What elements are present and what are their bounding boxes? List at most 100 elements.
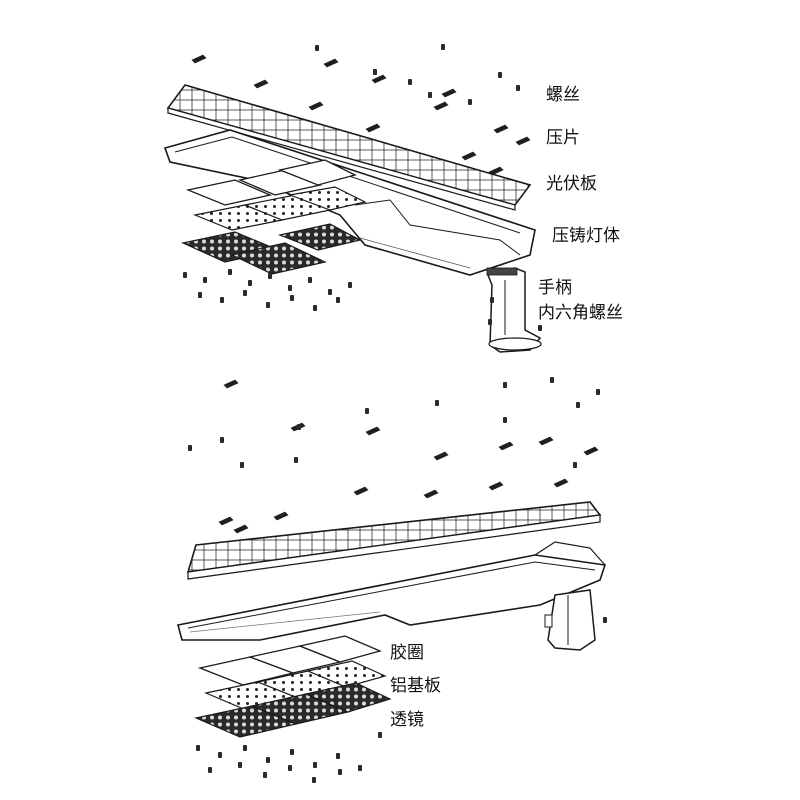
screw-45	[290, 749, 294, 755]
clip-11	[441, 88, 457, 98]
clip-17	[538, 436, 554, 446]
screw-22	[183, 272, 187, 278]
screw-35	[290, 295, 294, 301]
clip-0	[191, 54, 207, 64]
clip-23	[488, 481, 504, 491]
screws-group	[183, 44, 607, 783]
label-hex-screw: 内六角螺丝	[538, 303, 623, 323]
clip-9	[461, 151, 477, 161]
screw-14	[297, 424, 301, 430]
screw-34	[266, 302, 270, 308]
label-handle: 手柄	[538, 278, 572, 298]
screw-31	[198, 292, 202, 298]
screw-27	[288, 285, 292, 291]
clip-15	[433, 451, 449, 461]
screw-43	[243, 745, 247, 751]
clip-16	[498, 441, 514, 451]
top-module-stack	[181, 159, 367, 275]
screw-51	[238, 762, 242, 768]
screw-6	[428, 92, 432, 98]
screw-32	[220, 297, 224, 303]
screw-8	[503, 382, 507, 388]
screw-18	[188, 445, 192, 451]
screw-29	[328, 289, 332, 295]
screw-41	[196, 745, 200, 751]
screw-25	[248, 280, 252, 286]
screw-54	[312, 777, 316, 783]
screw-42	[218, 752, 222, 758]
clip-21	[353, 486, 369, 496]
screw-24	[228, 269, 232, 275]
screw-0	[315, 45, 319, 51]
clip-10	[488, 166, 504, 176]
label-die-cast-body: 压铸灯体	[552, 226, 620, 246]
label-aluminum-substrate: 铝基板	[390, 676, 441, 696]
screw-20	[573, 462, 577, 468]
screw-16	[220, 437, 224, 443]
screw-37	[336, 297, 340, 303]
clip-25	[233, 524, 249, 534]
clip-22	[423, 489, 439, 499]
screw-26	[268, 273, 272, 279]
screw-44	[266, 757, 270, 763]
screw-30	[348, 282, 352, 288]
clip-3	[371, 74, 387, 84]
screw-38	[488, 319, 492, 325]
screw-53	[288, 765, 292, 771]
bottom-assembly	[177, 501, 607, 738]
screw-49	[378, 732, 382, 738]
screw-33	[243, 290, 247, 296]
screw-23	[203, 277, 207, 283]
clip-12	[223, 379, 239, 389]
screw-55	[338, 769, 342, 775]
top-assembly	[163, 84, 542, 353]
screw-7	[468, 99, 472, 105]
clip-24	[553, 478, 569, 488]
screw-12	[435, 400, 439, 406]
screw-15	[365, 408, 369, 414]
screw-50	[208, 767, 212, 773]
clip-19	[218, 516, 234, 526]
bottom-handle	[544, 589, 596, 651]
screw-52	[263, 772, 267, 778]
screw-3	[498, 72, 502, 78]
screw-5	[441, 44, 445, 50]
screw-39	[490, 297, 494, 303]
label-solar-panel: 光伏板	[546, 174, 597, 194]
clip-5	[365, 123, 381, 133]
screw-13	[503, 417, 507, 423]
clip-6	[433, 101, 449, 111]
screw-19	[294, 457, 298, 463]
screw-9	[550, 377, 554, 383]
clip-7	[493, 124, 509, 134]
clip-18	[583, 446, 599, 456]
screw-46	[313, 762, 317, 768]
screw-10	[596, 389, 600, 395]
screw-1	[373, 69, 377, 75]
clip-1	[253, 79, 269, 89]
screw-40	[538, 325, 542, 331]
screw-48	[358, 765, 362, 771]
label-lens: 透镜	[390, 710, 424, 730]
top-handle	[486, 267, 542, 353]
screw-4	[516, 85, 520, 91]
clip-8	[515, 136, 531, 146]
label-gasket: 胶圈	[390, 643, 424, 663]
screw-21	[603, 617, 607, 623]
screw-36	[313, 305, 317, 311]
bottom-module-stack	[194, 635, 392, 738]
screw-2	[408, 79, 412, 85]
label-screw: 螺丝	[546, 85, 580, 105]
clip-14	[365, 426, 381, 436]
screw-11	[576, 402, 580, 408]
clip-20	[273, 511, 289, 521]
label-pressing-plate: 压片	[546, 128, 580, 148]
screw-17	[240, 462, 244, 468]
clip-4	[308, 101, 324, 111]
screw-47	[336, 753, 340, 759]
clip-2	[323, 58, 339, 68]
bottom-lamp-body	[177, 541, 607, 641]
screw-28	[308, 277, 312, 283]
